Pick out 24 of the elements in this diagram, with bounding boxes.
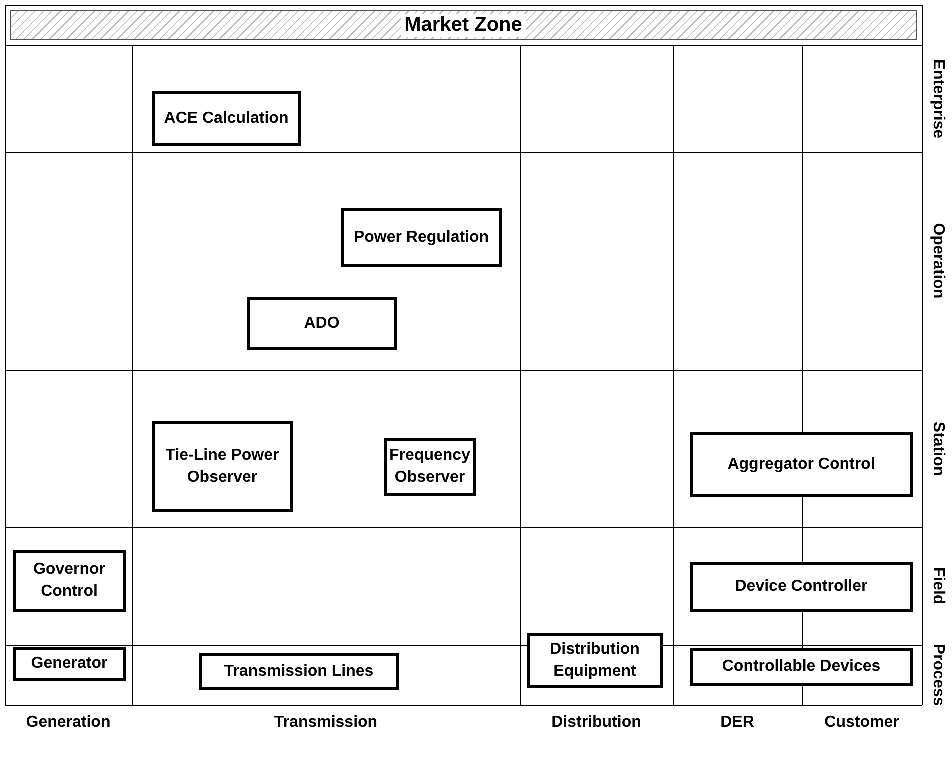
zone-band: [10, 10, 917, 40]
function-box: Controllable Devices: [690, 648, 913, 686]
function-box: Device Controller: [690, 562, 913, 612]
function-box: Power Regulation: [341, 208, 502, 267]
function-box: ACE Calculation: [152, 91, 301, 146]
zone-label: Process: [929, 644, 947, 706]
zone-label: Station: [929, 421, 947, 476]
function-box: Frequency Observer: [384, 438, 476, 496]
domain-label: Generation: [26, 714, 111, 732]
function-box: Governor Control: [13, 550, 126, 612]
function-box: Generator: [13, 647, 126, 681]
zone-label: Operation: [929, 223, 947, 299]
function-box: Distribution Equipment: [527, 633, 663, 688]
domain-label: Transmission: [274, 714, 378, 732]
zone-title: Market Zone: [400, 14, 526, 36]
domain-label: Customer: [824, 714, 900, 732]
domain-label: Distribution: [552, 714, 642, 732]
function-box: Aggregator Control: [690, 432, 913, 497]
zone-label: Enterprise: [929, 58, 947, 138]
function-box: Tie-Line Power Observer: [152, 421, 293, 512]
function-box: Transmission Lines: [199, 653, 399, 690]
zone-label: Field: [929, 567, 947, 605]
function-box: ADO: [247, 297, 397, 350]
domain-label: DER: [720, 714, 754, 732]
